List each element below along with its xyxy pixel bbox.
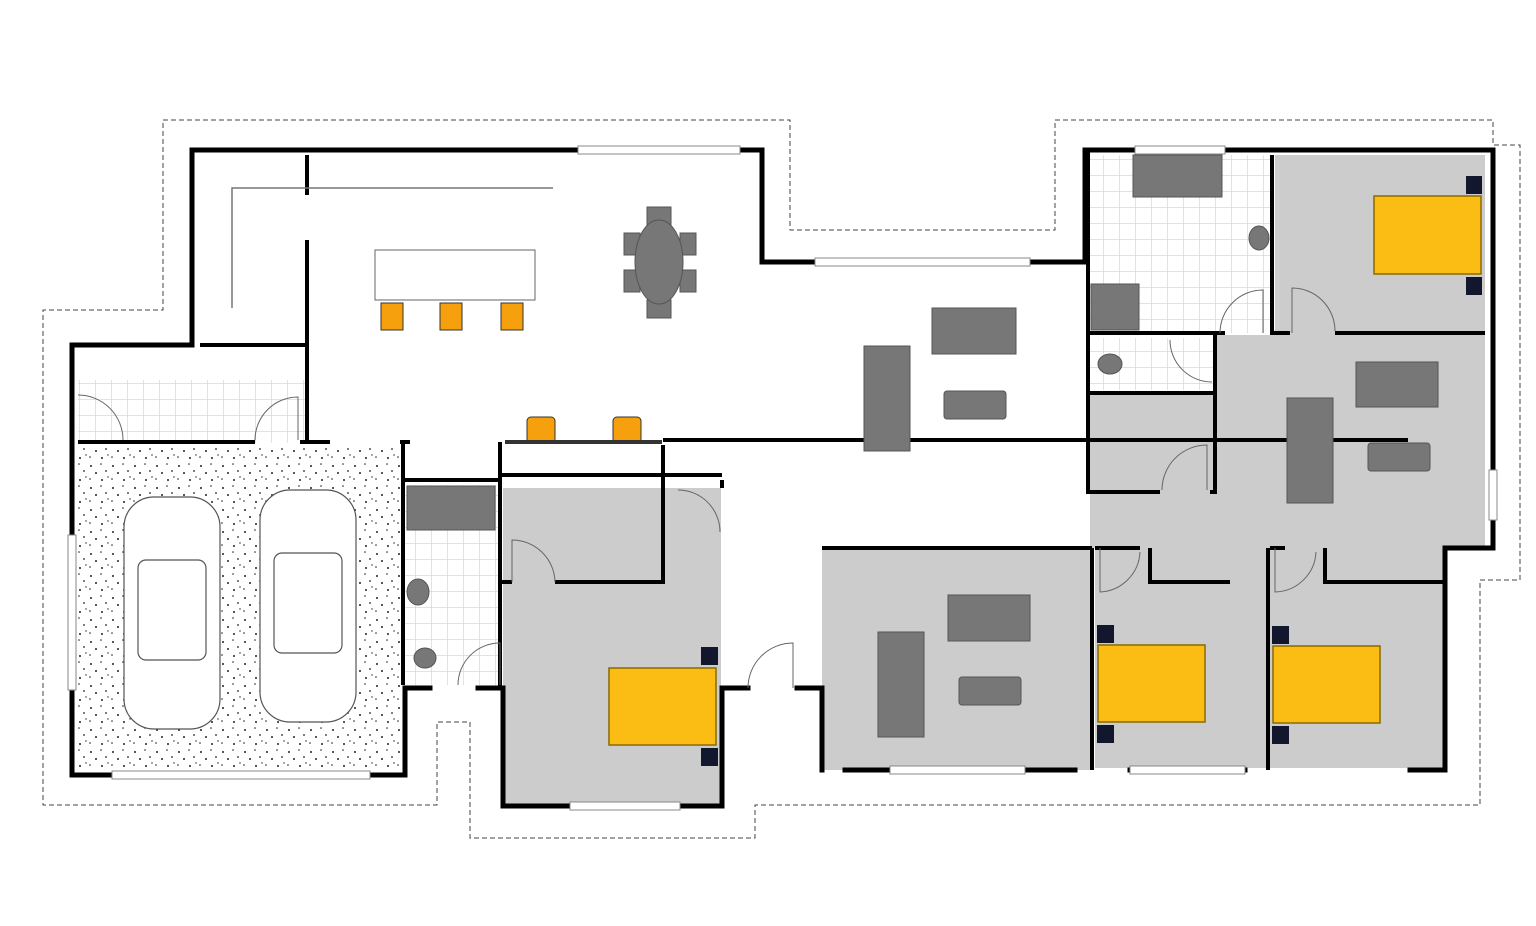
- door-laundry: [77, 394, 124, 441]
- island-bench: [374, 249, 536, 301]
- fixtures: [406, 154, 1270, 669]
- door-bathroom: [457, 642, 501, 686]
- door-bed4: [1274, 548, 1317, 593]
- dining-table: [634, 219, 684, 305]
- shower-bathroom: [406, 485, 496, 531]
- sofa: [947, 594, 1031, 642]
- lounge: [822, 548, 1092, 770]
- door-front: [747, 642, 794, 689]
- door-garage-laundry: [254, 396, 299, 441]
- coffee-table: [958, 676, 1022, 706]
- kitchen-bench: [231, 187, 553, 308]
- windows: [67, 145, 1498, 811]
- dining-chair: [612, 416, 642, 444]
- living-furniture: [863, 307, 1439, 738]
- bed-master: [1373, 195, 1482, 275]
- coffee-table: [1367, 442, 1431, 472]
- dining-set: [623, 206, 697, 319]
- kitchen: [231, 187, 662, 444]
- bathtub: [1132, 154, 1223, 198]
- sofa: [863, 345, 911, 452]
- bar-stool: [439, 302, 463, 331]
- door-master: [1291, 287, 1336, 333]
- dining-chair: [526, 416, 556, 444]
- beds: [608, 176, 1482, 766]
- desk: [505, 440, 662, 444]
- sofa: [877, 631, 925, 738]
- bed-3: [1097, 644, 1206, 723]
- sofa: [1355, 361, 1439, 408]
- door-ensuite: [1219, 289, 1264, 334]
- interior-walls: [78, 150, 1485, 770]
- door-swings: [77, 287, 1336, 689]
- door-hall: [677, 489, 721, 533]
- laundry-tiles: [78, 380, 305, 443]
- cars: [123, 489, 357, 730]
- door-bed3: [1099, 548, 1141, 593]
- bedroom-left: [503, 488, 721, 806]
- bed-left: [608, 667, 717, 746]
- door-wir: [1161, 444, 1208, 491]
- bar-stool: [500, 302, 524, 331]
- door-bedroom-left: [511, 539, 556, 583]
- toilet: [1097, 353, 1123, 375]
- shower: [1090, 283, 1140, 331]
- bar-stool: [380, 302, 404, 331]
- sofa: [931, 307, 1017, 355]
- toilet-bathroom: [413, 647, 437, 669]
- sofa: [1286, 397, 1334, 504]
- bed-4: [1272, 645, 1381, 724]
- door-toilet: [1169, 339, 1213, 383]
- coffee-table: [943, 390, 1007, 420]
- basin: [1248, 225, 1270, 251]
- basin-bathroom: [406, 578, 430, 606]
